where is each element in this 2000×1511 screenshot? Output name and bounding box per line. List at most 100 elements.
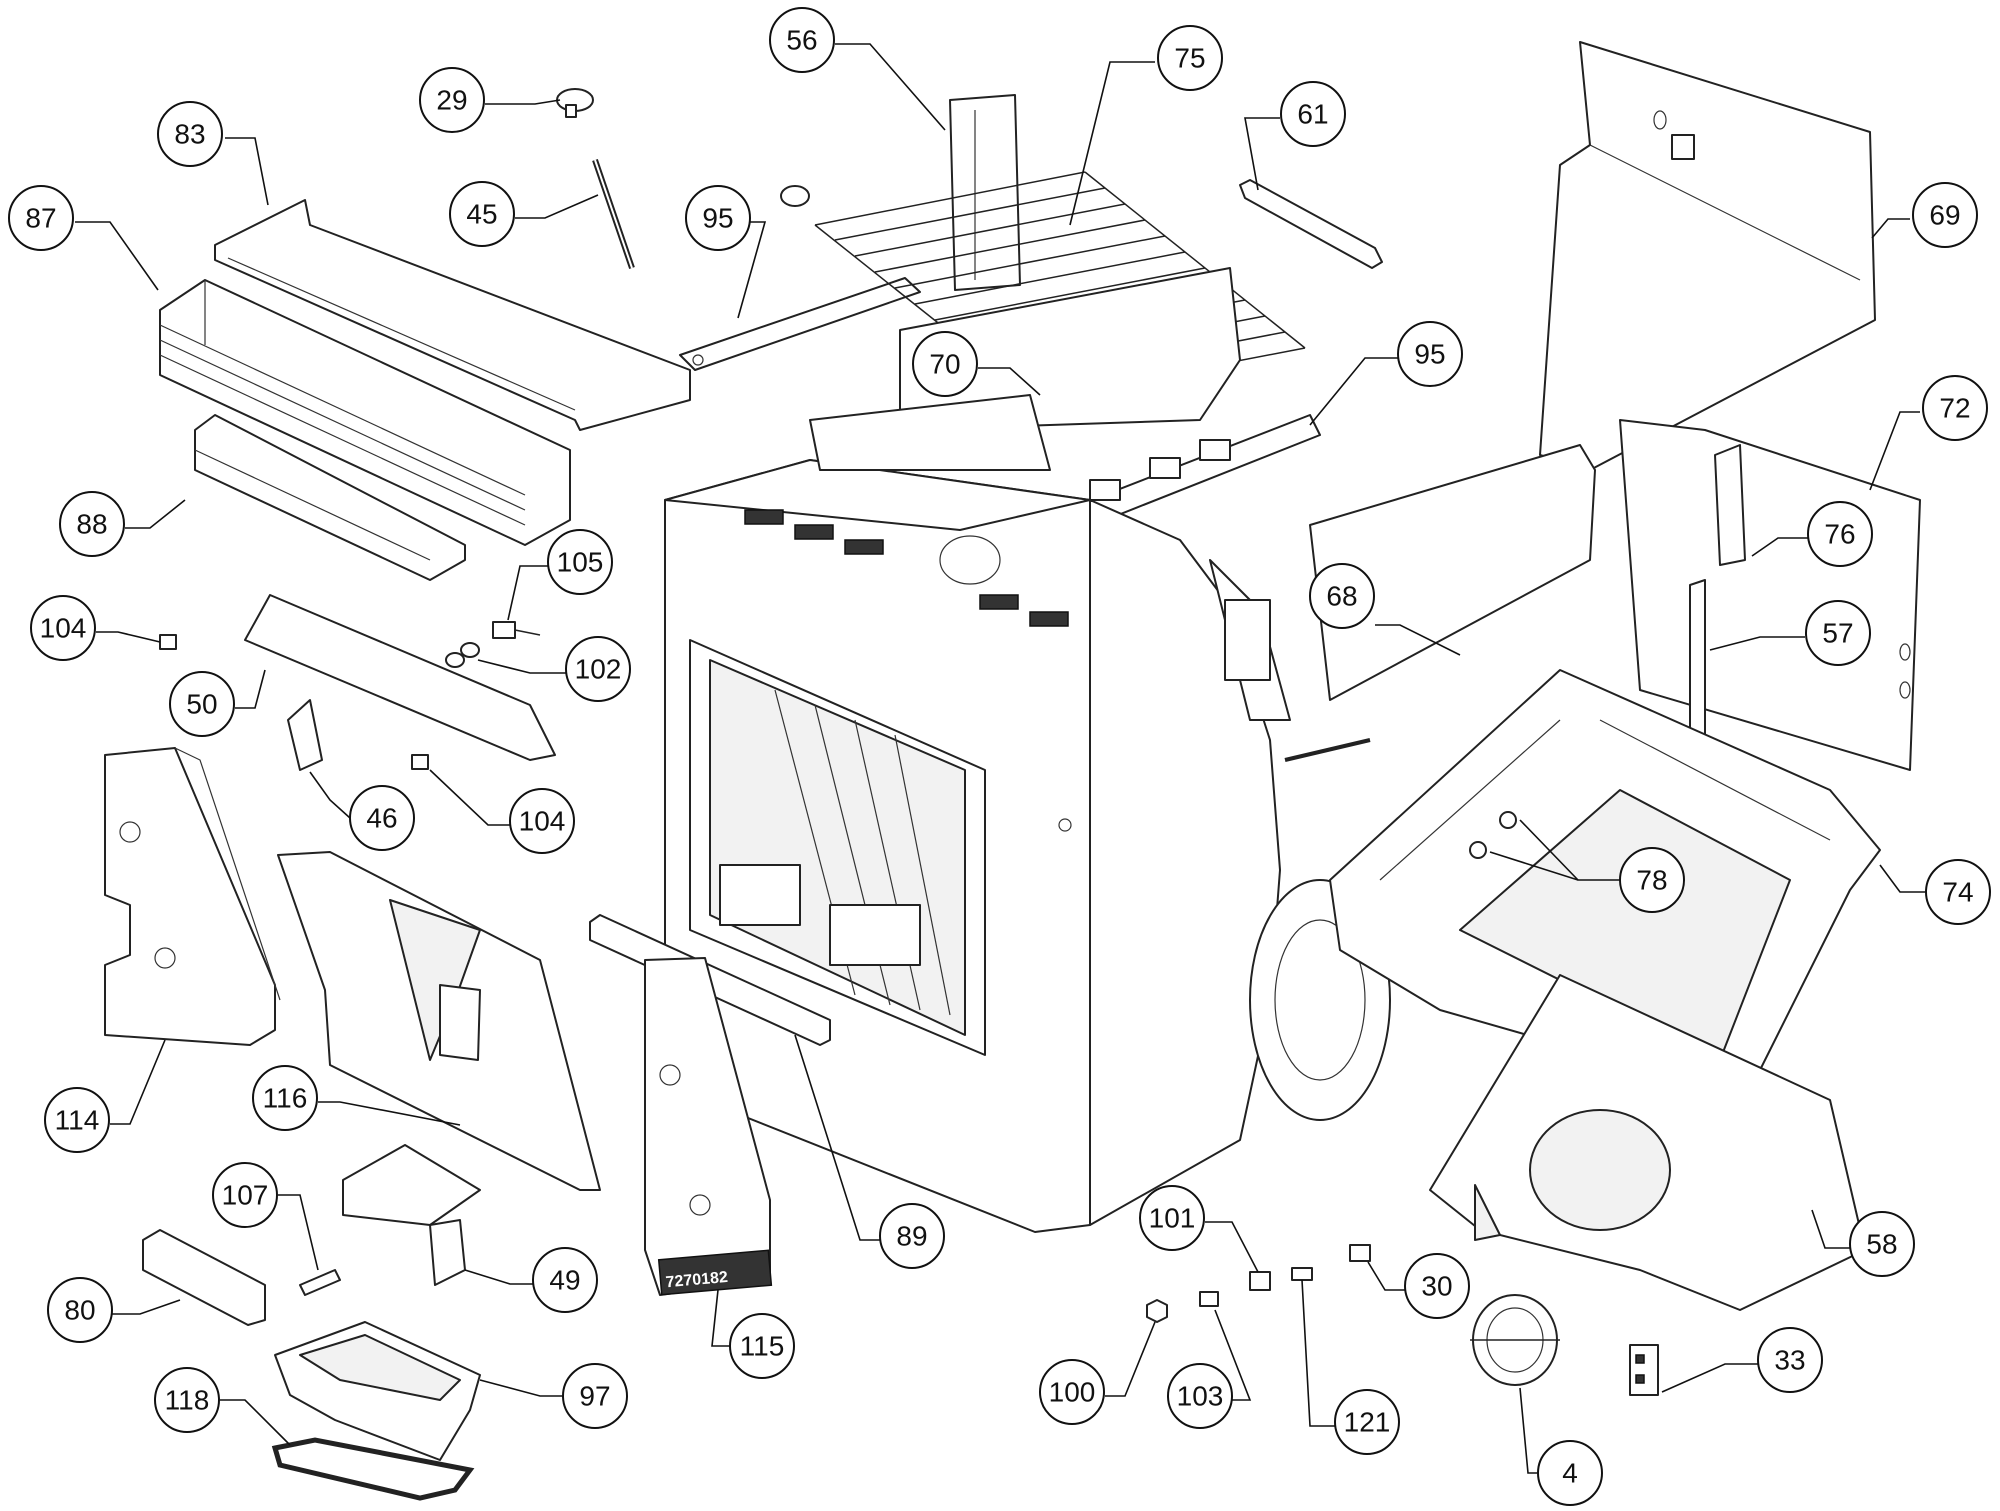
callout-46-label: 46 [366, 803, 397, 834]
callout-75: 75 [1069, 25, 1223, 226]
callout-101-label: 101 [1149, 1203, 1196, 1234]
callout-121-label: 121 [1344, 1407, 1391, 1438]
part-80-small-deflector [142, 1229, 266, 1326]
callout-116-label: 116 [263, 1083, 308, 1114]
callout-30-label: 30 [1421, 1271, 1452, 1302]
callout-69: 69 [1871, 182, 1978, 248]
part-45-rod [592, 159, 635, 269]
part-114-side-brick [104, 747, 281, 1046]
part-88-lower-deflector [194, 414, 466, 581]
part-61-bracket [1239, 179, 1383, 269]
callout-88: 88 [59, 491, 186, 557]
part-58-lower-tray [1429, 974, 1866, 1311]
part-102-washers [445, 642, 480, 668]
callout-69-label: 69 [1929, 200, 1960, 231]
callout-33-label: 33 [1774, 1345, 1805, 1376]
callout-83: 83 [157, 101, 269, 206]
callout-4-label: 4 [1562, 1458, 1578, 1489]
callout-89: 89 [794, 1034, 945, 1269]
callout-46: 46 [309, 771, 415, 851]
part-fan-housing [1089, 499, 1391, 1226]
part-stamp: 7270182 [665, 1269, 729, 1291]
callout-74: 74 [1879, 859, 1991, 925]
callout-97: 97 [479, 1363, 628, 1429]
part-50-cover-plate [244, 594, 556, 761]
callout-45: 45 [449, 181, 599, 247]
part-33-sensor [1629, 1344, 1659, 1396]
callout-114-label: 114 [55, 1105, 100, 1136]
callout-56-label: 56 [786, 25, 817, 56]
part-29-knob [556, 88, 594, 118]
callout-115-label: 115 [740, 1331, 785, 1362]
callout-50-label: 50 [186, 689, 217, 720]
callout-88-label: 88 [76, 509, 107, 540]
part-87-air-duct [159, 279, 571, 546]
callout-102: 102 [477, 636, 631, 702]
callout-4: 4 [1519, 1387, 1603, 1506]
part-115-side-brick-stamped: 7270182 [644, 957, 773, 1296]
part-107-pin [299, 1269, 341, 1296]
part-76-bracket [1714, 444, 1746, 566]
callout-115: 115 [711, 1289, 795, 1379]
callout-49-label: 49 [549, 1265, 580, 1296]
callout-80: 80 [47, 1277, 181, 1343]
callout-103-label: 103 [1177, 1381, 1224, 1412]
part-46-clip [287, 699, 323, 771]
callout-105: 105 [507, 529, 613, 621]
callout-116: 116 [252, 1065, 461, 1131]
callout-118: 118 [154, 1367, 291, 1446]
callout-80-label: 80 [64, 1295, 95, 1326]
part-103-fitting [1199, 1291, 1219, 1307]
callout-78: 78 [1489, 819, 1685, 913]
part-118-handle [271, 1437, 475, 1501]
callout-87-label: 87 [25, 203, 56, 234]
callout-104-bottom-label: 104 [519, 806, 566, 837]
part-83-deflector-bracket [214, 199, 691, 431]
callout-95-left-label: 95 [702, 203, 733, 234]
callout-layer: 56 75 29 61 83 69 [8, 7, 1991, 1506]
part-30-fitting [1349, 1244, 1371, 1262]
part-121-sleeve [1291, 1267, 1313, 1281]
callout-118-label: 118 [165, 1385, 210, 1416]
callout-58: 58 [1811, 1209, 1915, 1277]
callout-104-top: 104 [30, 595, 161, 661]
callout-105-label: 105 [557, 547, 604, 578]
callout-29: 29 [419, 67, 561, 133]
callout-74-label: 74 [1942, 877, 1973, 908]
part-116-rear-brick [277, 851, 601, 1191]
callout-95-right-label: 95 [1414, 339, 1445, 370]
part-49-damper-box [342, 1144, 481, 1286]
callout-95-right: 95 [1309, 321, 1463, 426]
callout-97-label: 97 [579, 1381, 610, 1412]
callout-45-label: 45 [466, 199, 497, 230]
callout-89-label: 89 [896, 1221, 927, 1252]
callout-102-label: 102 [575, 654, 622, 685]
callout-104-top-label: 104 [40, 613, 87, 644]
callout-72-label: 72 [1939, 393, 1970, 424]
callout-57-label: 57 [1822, 618, 1853, 649]
part-104-screw-top [159, 634, 177, 650]
part-100-nut [1146, 1299, 1168, 1323]
callout-95-left: 95 [685, 185, 767, 319]
callout-114: 114 [44, 1039, 166, 1153]
callout-75-label: 75 [1174, 43, 1205, 74]
callout-72: 72 [1869, 375, 1988, 491]
callout-78-label: 78 [1636, 865, 1667, 896]
callout-70: 70 [912, 331, 1041, 397]
part-104-screw-bottom [411, 754, 429, 770]
callout-33: 33 [1661, 1327, 1823, 1393]
callout-58-label: 58 [1866, 1229, 1897, 1260]
callout-29-label: 29 [436, 85, 467, 116]
callout-57: 57 [1709, 600, 1871, 666]
callout-49: 49 [464, 1247, 598, 1313]
callout-104-bottom: 104 [429, 769, 575, 854]
part-4-pressure-switch [1470, 1294, 1560, 1386]
callout-68: 68 [1309, 563, 1461, 656]
callout-100: 100 [1039, 1321, 1156, 1425]
callout-56: 56 [769, 7, 946, 131]
callout-83-label: 83 [174, 119, 205, 150]
callout-103: 103 [1167, 1309, 1252, 1429]
callout-50: 50 [169, 669, 266, 737]
callout-61-label: 61 [1297, 99, 1328, 130]
